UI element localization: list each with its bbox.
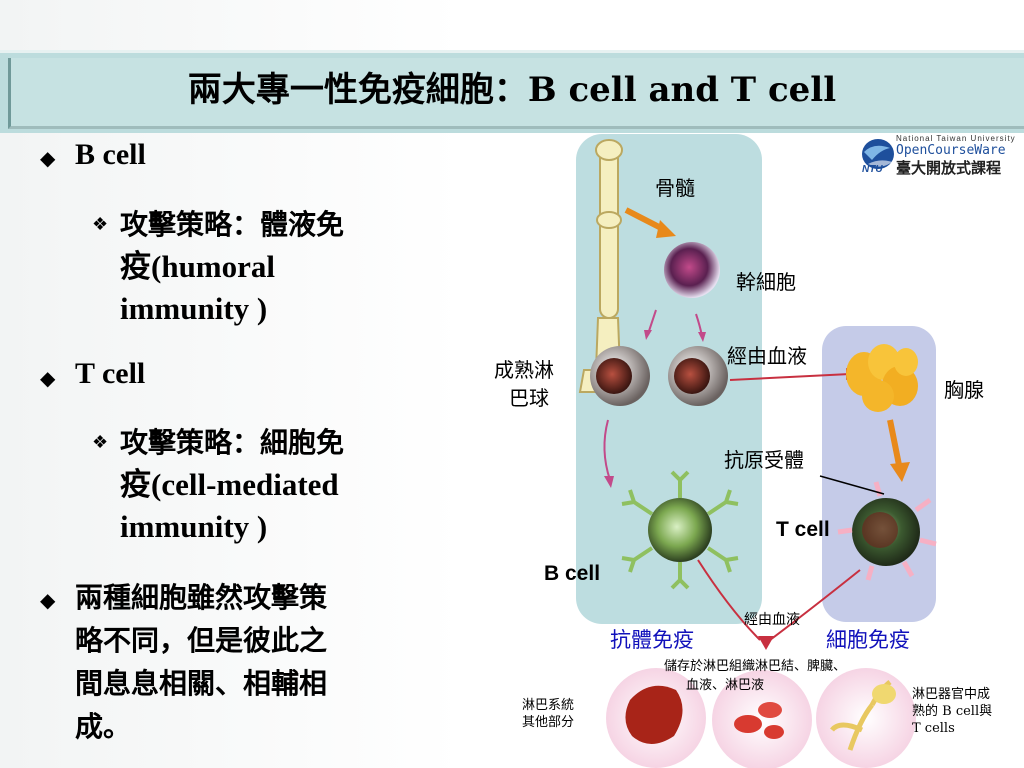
arrowhead-icon	[604, 476, 614, 488]
label-via-blood-2: 經由血液	[744, 612, 800, 628]
arrow-orange-icon	[887, 419, 903, 471]
arrowhead-icon	[644, 330, 652, 340]
b-cell-icon	[621, 470, 739, 590]
blood-cell-icon	[734, 715, 762, 733]
summary-line1: 兩種細胞雖然攻擊策	[75, 581, 328, 614]
label-b-cell: B cell	[544, 562, 601, 585]
label-lymph-other-1: 淋巴系統	[522, 698, 575, 713]
blood-cell-icon	[758, 702, 782, 718]
arrowhead-icon	[890, 462, 910, 482]
logo-mark: NTU	[862, 164, 883, 175]
logo-line2: OpenCourseWare	[896, 143, 1006, 158]
label-mature-cells-2: 熟的 B cell與	[912, 704, 993, 719]
label-via-blood: 經由血液	[727, 344, 807, 368]
b-strategy-line3: immunity )	[120, 291, 268, 326]
pointer-line	[819, 475, 885, 495]
label-stem-cell: 幹細胞	[736, 270, 796, 294]
sub-bullet-icon: ❖	[92, 432, 109, 453]
spleen-icon	[625, 685, 683, 744]
t-cell-icon	[837, 481, 937, 581]
arrowhead-icon	[758, 636, 774, 650]
b-strategy-line1: 攻擊策略：體液免	[120, 208, 345, 241]
ntu-ocw-logo: National Taiwan University OpenCourseWar…	[858, 134, 1018, 177]
summary-line2: 略不同，但是彼此之	[75, 624, 328, 657]
diamond-bullet-icon: ◆	[40, 588, 56, 612]
blood-cell-icon	[764, 725, 784, 739]
t-strategy-line2: 疫(cell-mediated	[120, 467, 339, 502]
t-strategy-line1: 攻擊策略：細胞免	[120, 426, 345, 459]
lymph-circle	[712, 670, 812, 768]
label-bone-marrow: 骨髓	[655, 176, 695, 200]
label-humoral: 抗體免疫	[610, 628, 694, 652]
label-cellular: 細胞免疫	[826, 628, 910, 652]
sub-bullet-icon: ❖	[92, 214, 109, 235]
label-thymus: 胸腺	[944, 378, 984, 402]
logo-line1: National Taiwan University	[896, 134, 1016, 143]
stem-cell-icon	[664, 242, 720, 298]
arrow-orange-icon	[624, 207, 667, 233]
label-storage-2: 血液、淋巴液	[686, 678, 765, 693]
label-mature-lymph-1: 成熟淋	[494, 358, 554, 382]
label-storage-1: 儲存於淋巴組織淋巴結、脾臟、	[664, 659, 847, 674]
diamond-bullet-icon: ◆	[40, 366, 56, 390]
lymphocyte-diagram	[576, 134, 937, 768]
label-t-cell: T cell	[776, 518, 830, 541]
summary-line3: 間息息相關、相輔相	[75, 667, 328, 700]
label-antigen-receptor: 抗原受體	[724, 448, 804, 472]
blood-arrow-icon	[769, 569, 861, 641]
label-lymph-other-2: 其他部分	[522, 715, 575, 730]
label-mature-cells-3: T cells	[912, 721, 955, 736]
summary-line4: 成。	[75, 710, 132, 743]
lymph-node-icon	[830, 680, 896, 751]
arrowhead-icon	[698, 332, 706, 342]
logo-icon	[862, 139, 894, 169]
title-bar-inner	[8, 58, 1024, 129]
thymus-icon	[846, 344, 918, 412]
blood-arrow-icon	[729, 373, 851, 381]
label-mature-cells-1: 淋巴器官中成	[912, 687, 991, 702]
blood-arrow-icon	[697, 559, 761, 641]
t-strategy-line3: immunity )	[120, 509, 268, 544]
b-strategy-line2: 疫(humoral	[120, 249, 275, 284]
arrow-icon	[603, 419, 611, 481]
bullet-t-cell: T cell	[75, 357, 146, 390]
label-mature-lymph-2: 巴球	[509, 386, 549, 410]
page-title: 兩大專一性免疫細胞：B cell and T cell	[187, 70, 837, 110]
bullet-b-cell: B cell	[75, 138, 146, 171]
logo-line3: 臺大開放式課程	[896, 159, 1002, 177]
diamond-bullet-icon: ◆	[40, 146, 56, 170]
arrowhead-icon	[656, 220, 676, 238]
